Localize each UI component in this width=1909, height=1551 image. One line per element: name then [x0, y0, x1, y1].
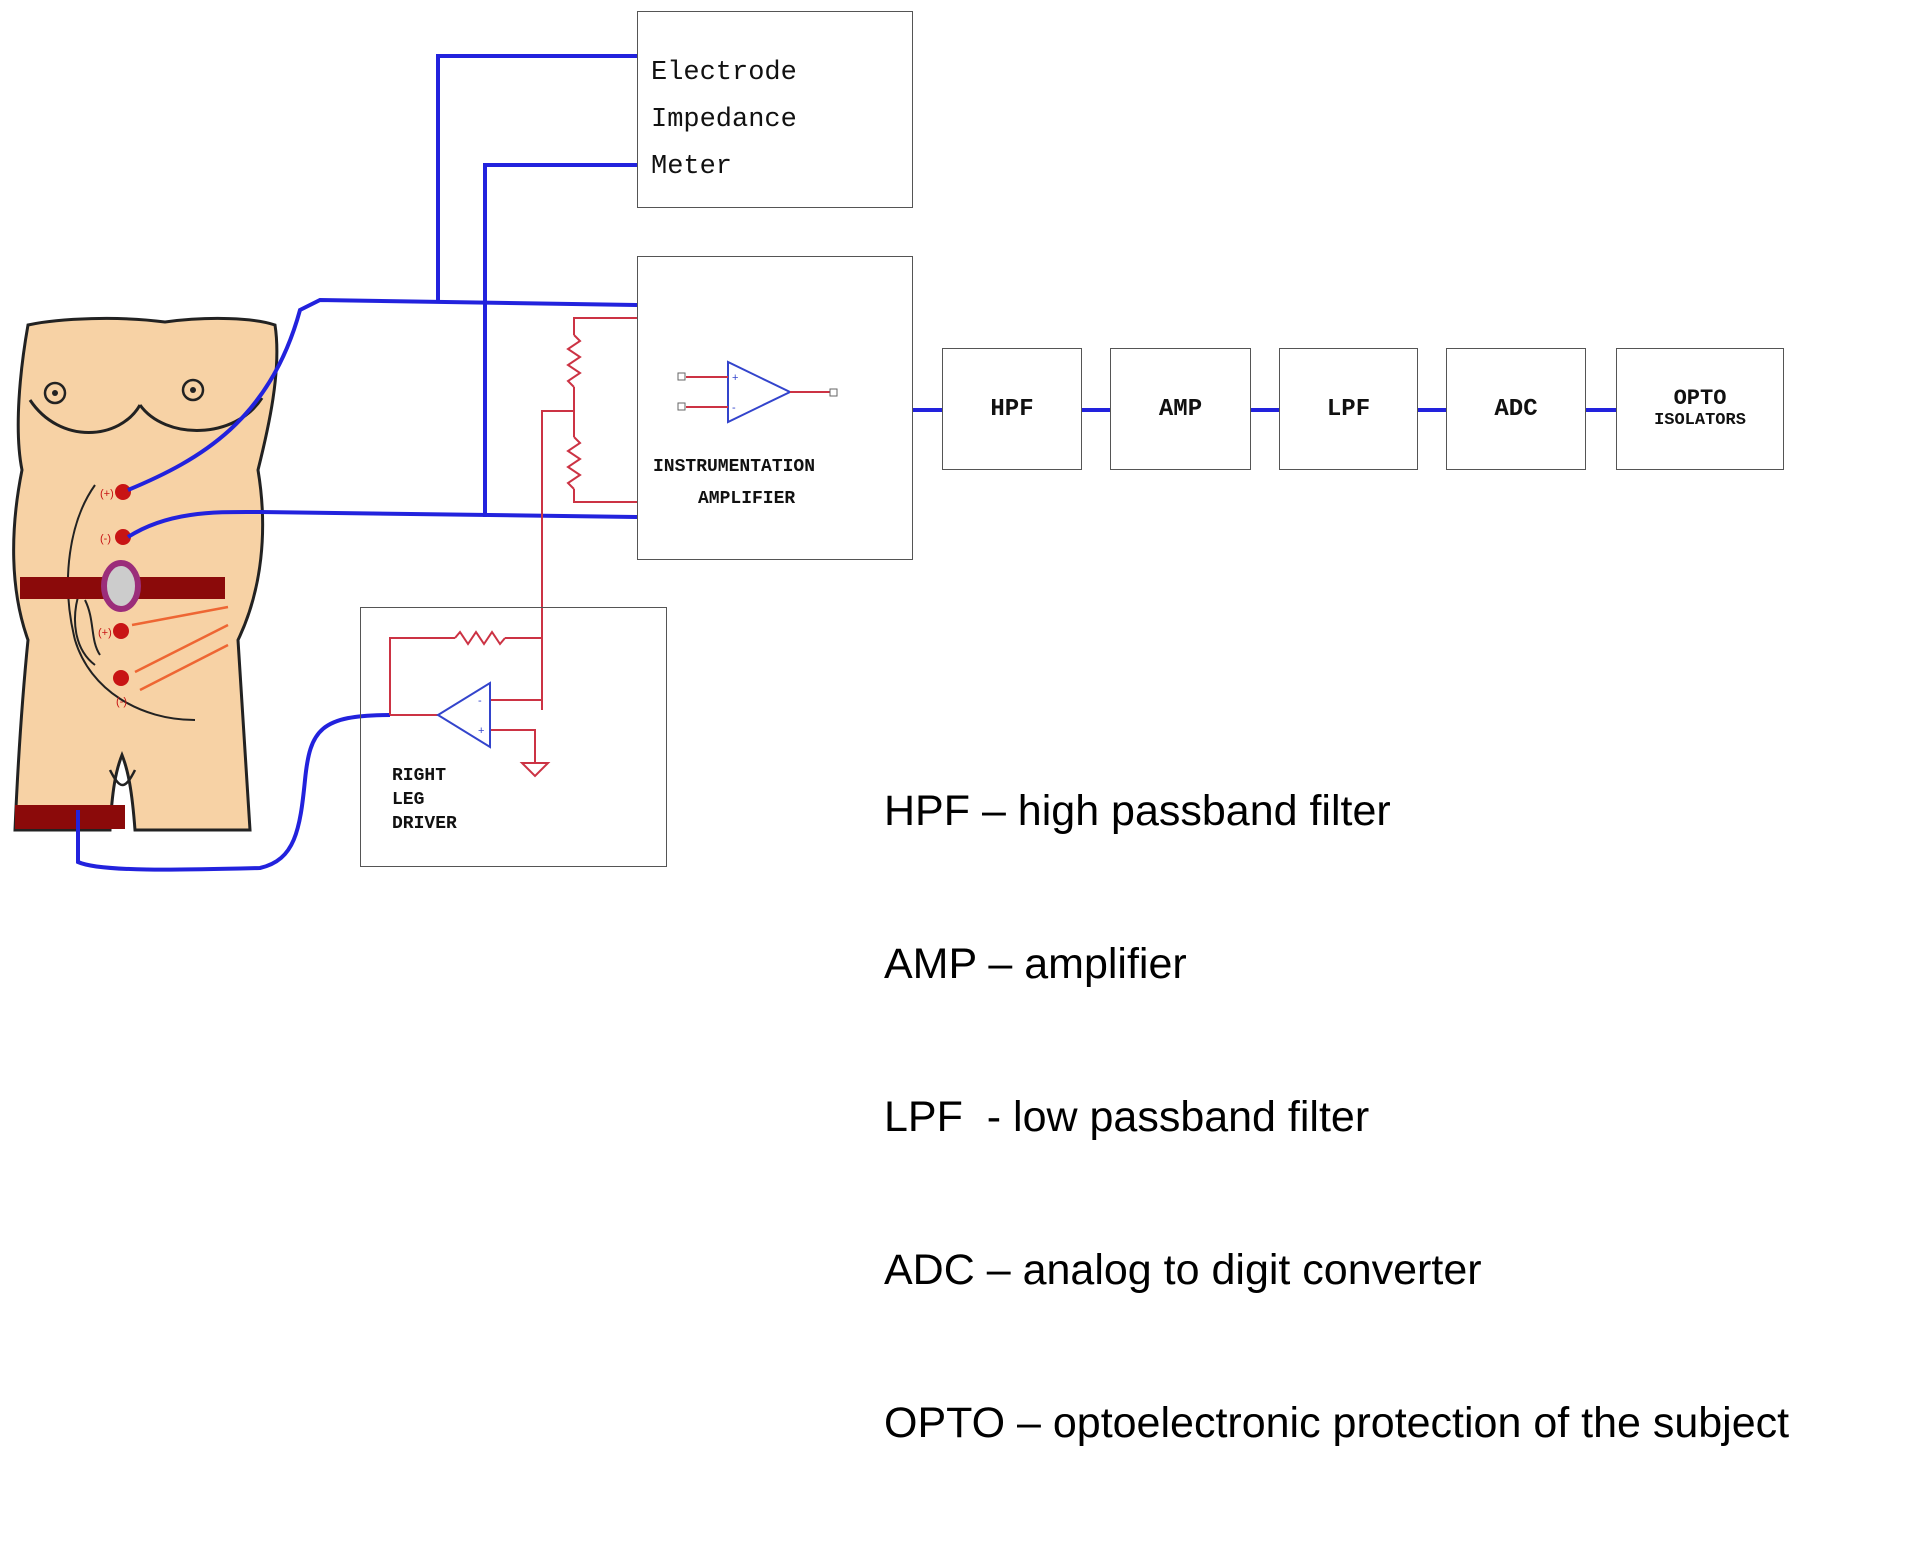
fetal-ecg-block-diagram: (+) (-) (+) (-) — [12, 11, 1789, 1447]
adc-block: ADC — [1446, 348, 1586, 470]
resistor-lower — [566, 436, 582, 490]
electrode-1 — [115, 484, 131, 500]
inst-amp-circuit — [541, 317, 637, 710]
inst-amp-box: INSTRUMENTATION AMPLIFIER — [637, 256, 913, 560]
inst-opamp: + - — [677, 360, 838, 424]
svg-text:+: + — [732, 372, 738, 384]
electrode-2-mark: (-) — [100, 533, 111, 545]
hpf-label: HPF — [990, 395, 1034, 423]
rld-feedback-resistor — [454, 630, 506, 646]
electrode-3-mark: (+) — [98, 627, 112, 639]
nipple-left-dot — [52, 390, 58, 396]
torso-chest-left — [28, 399, 142, 434]
abbreviation-legend: HPF – high passband filter AMP – amplifi… — [884, 684, 1789, 1551]
impedance-meter-box: Electrode Impedance Meter — [637, 11, 913, 208]
rld-opamp: - + — [436, 681, 491, 749]
legend-line-lpf: LPF - low passband filter — [884, 1093, 1370, 1141]
inst-amp-line1: INSTRUMENTATION — [653, 457, 816, 477]
rld-line2: LEG — [392, 790, 425, 810]
resistor-upper — [566, 334, 582, 388]
svg-text:-: - — [732, 402, 736, 414]
svg-text:-: - — [478, 695, 482, 707]
wire-electrode2-to-amp — [126, 509, 639, 539]
wire-leg-belt-to-rld — [76, 713, 391, 872]
amp-block: AMP — [1110, 348, 1251, 470]
rld-circuit — [389, 630, 551, 778]
transducer-ring — [101, 560, 141, 612]
electrode-4-mark: (-) — [116, 696, 127, 708]
abdomen-outline — [66, 484, 196, 721]
impedance-meter-line3: Meter — [651, 152, 733, 182]
legend-line-amp: AMP – amplifier — [884, 940, 1187, 988]
amp-label: AMP — [1158, 395, 1203, 423]
legend-line-hpf: HPF – high passband filter — [884, 787, 1391, 835]
legend-line-adc: ADC – analog to digit converter — [884, 1246, 1482, 1294]
wire-split-to-meter-2 — [483, 163, 637, 517]
electrode-3 — [113, 623, 129, 639]
wire-electrode1-to-amp — [127, 297, 639, 492]
nipple-right — [181, 378, 205, 402]
inst-amp-line2: AMPLIFIER — [698, 489, 796, 509]
lpf-label: LPF — [1326, 395, 1371, 423]
lpf-block: LPF — [1279, 348, 1418, 470]
opto-sublabel: ISOLATORS — [1654, 411, 1746, 430]
svg-text:+: + — [478, 725, 484, 737]
torso-figure: (+) (-) (+) (-) — [12, 316, 279, 832]
opto-label: OPTO — [1673, 386, 1727, 411]
impedance-meter-line1: Electrode — [651, 58, 797, 88]
rld-box: RIGHT LEG DRIVER — [360, 607, 667, 867]
legend-line-opto: OPTO – optoelectronic protection of the … — [884, 1399, 1790, 1447]
electrode-wires — [76, 54, 1616, 872]
nipple-right-dot — [190, 387, 196, 393]
hpf-block: HPF — [942, 348, 1082, 470]
pelvis-line — [108, 769, 137, 787]
leg-belt — [15, 805, 125, 829]
electrode-2 — [115, 529, 131, 545]
rld-line1: RIGHT — [392, 766, 447, 786]
wire-split-to-meter-1 — [436, 54, 637, 302]
adc-label: ADC — [1494, 395, 1538, 423]
pointer-arrows — [131, 605, 229, 692]
wire-mid-to-rld — [541, 410, 574, 710]
rld-line3: DRIVER — [392, 814, 457, 834]
ground-symbol — [519, 762, 551, 778]
nipple-left — [43, 381, 67, 405]
electrode-4 — [113, 670, 129, 686]
electrode-1-mark: (+) — [100, 488, 114, 500]
diagram-canvas: (+) (-) (+) (-) — [12, 54, 1616, 872]
opto-block: OPTO ISOLATORS — [1616, 348, 1784, 470]
impedance-meter-line2: Impedance — [651, 105, 797, 135]
